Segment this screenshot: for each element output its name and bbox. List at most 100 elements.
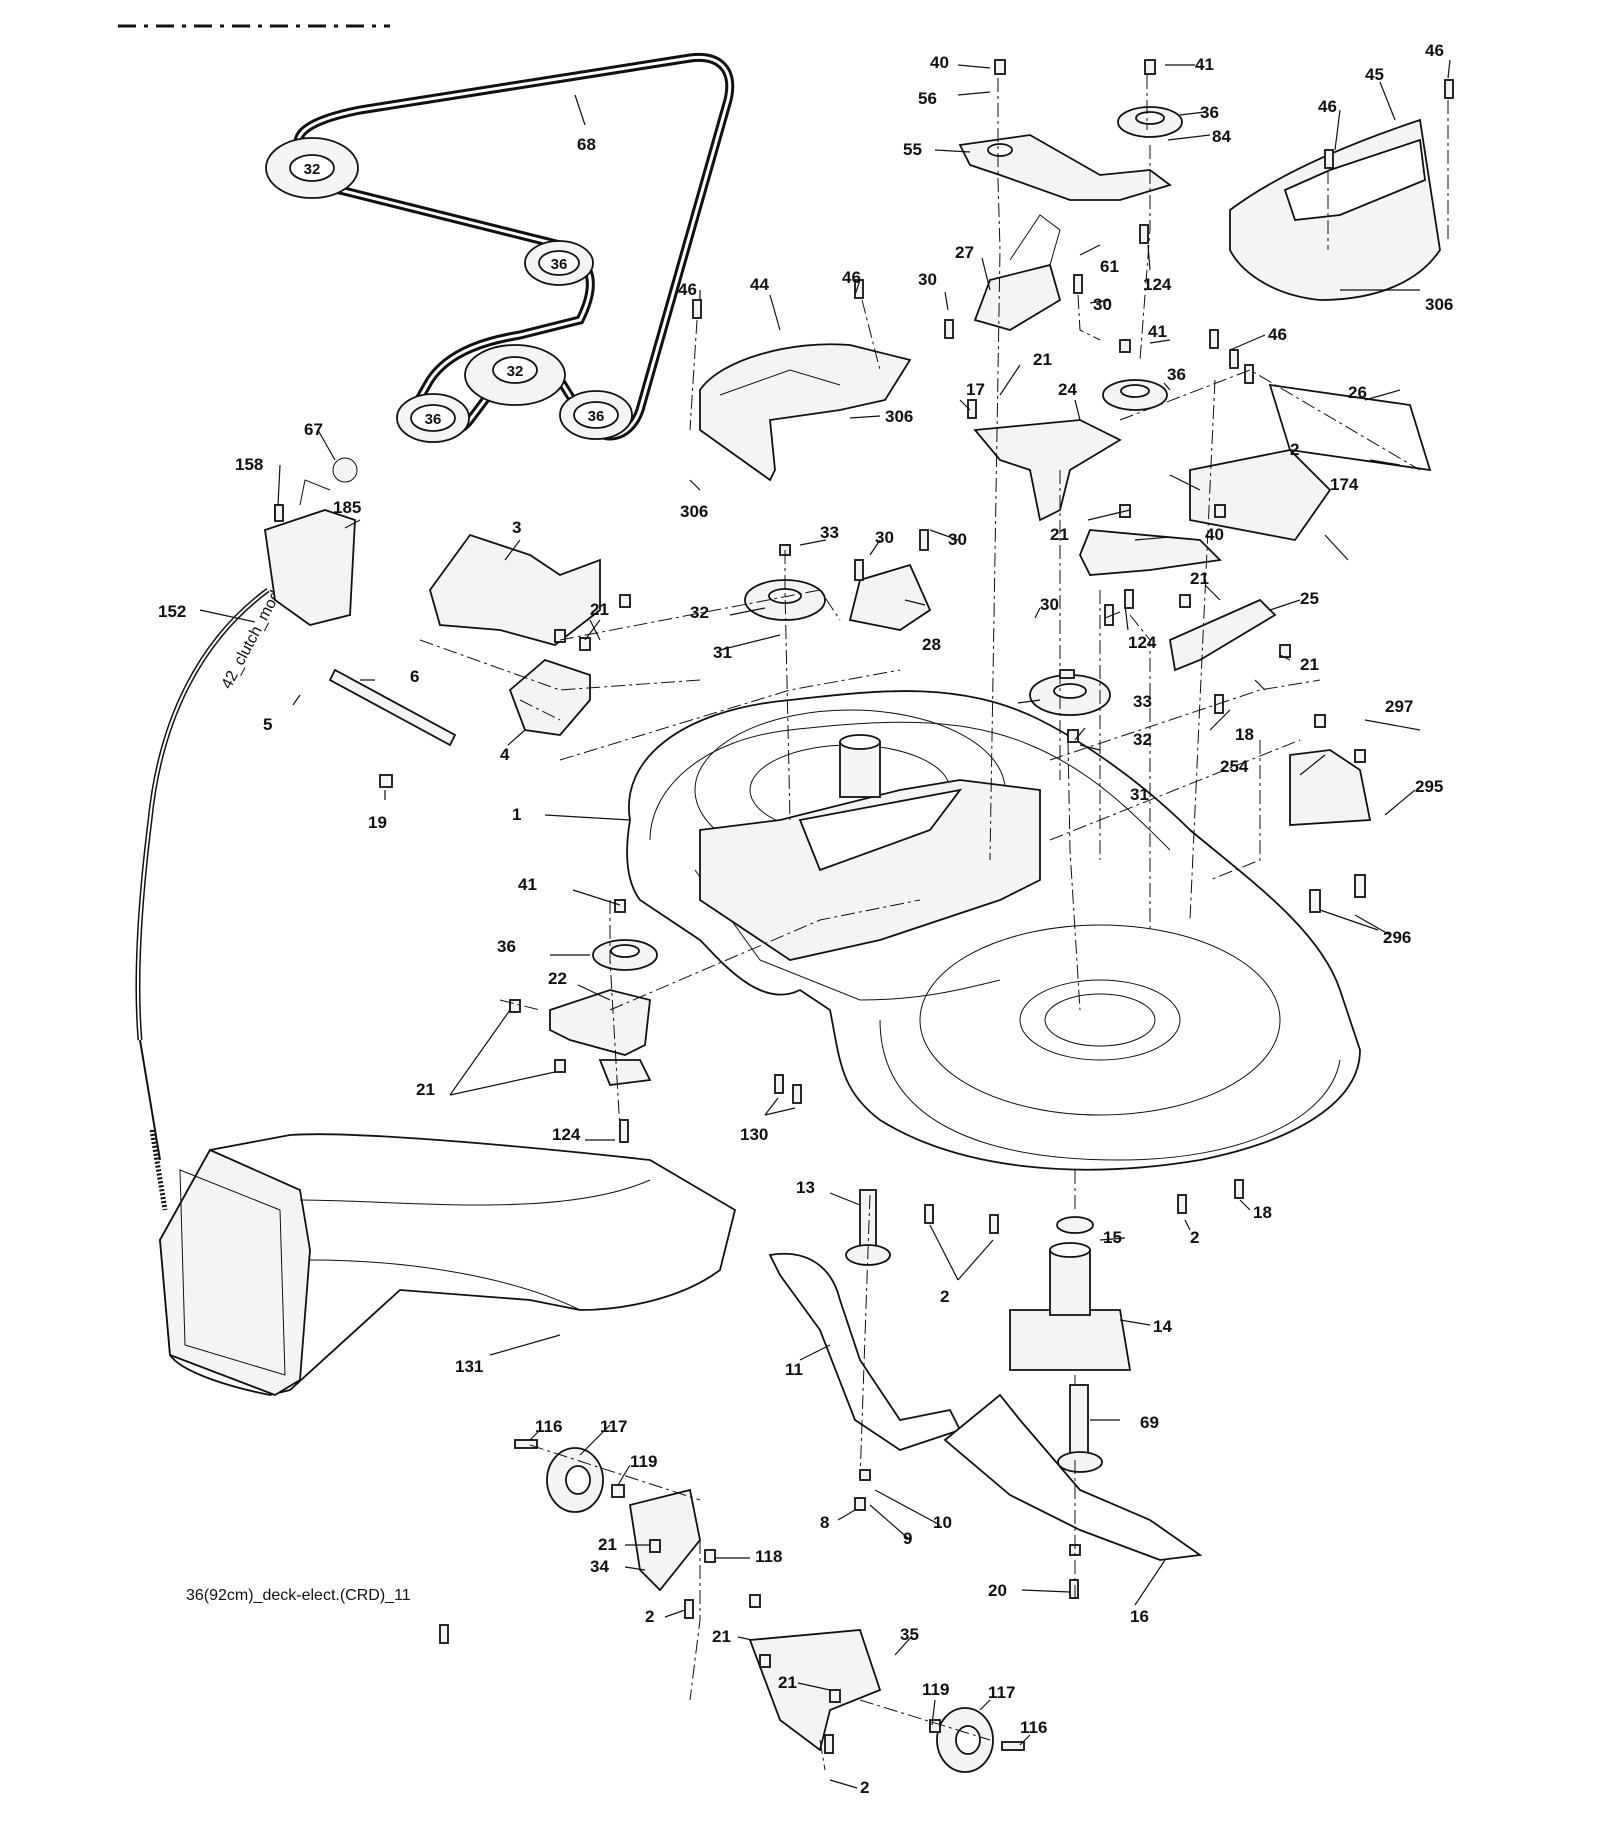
- callout-label: 297: [1385, 697, 1413, 716]
- callout-label: 27: [955, 243, 974, 262]
- callout-label: 131: [455, 1357, 483, 1376]
- callout-label: 13: [796, 1178, 815, 1197]
- callout-label: 22: [548, 969, 567, 988]
- callout-label: 46: [1425, 41, 1444, 60]
- callout-label: 67: [304, 420, 323, 439]
- callout-label: 56: [918, 89, 937, 108]
- callout-label: 33: [820, 523, 839, 542]
- callout-label: 30: [918, 270, 937, 289]
- callout-label: 124: [1128, 633, 1157, 652]
- pulley-36-top: [1117, 106, 1183, 138]
- callout-label: 30: [875, 528, 894, 547]
- callout-label: 14: [1153, 1317, 1172, 1336]
- belt-pulley-label: 36: [551, 256, 568, 273]
- belt-pulley-label: 32: [507, 363, 524, 380]
- callout-label: 21: [1190, 569, 1209, 588]
- callout-labels: 40 56 41 36 46 45 46 55 84 68 27 61 124 …: [158, 41, 1453, 1797]
- callout-label: 20: [988, 1581, 1007, 1600]
- deck-cover-174: [1189, 383, 1432, 541]
- spindle-14: [1009, 1216, 1132, 1371]
- ball-67: [332, 457, 358, 483]
- pulley-32-left: [744, 579, 826, 621]
- belt-shield-right: [1229, 118, 1441, 301]
- belt-pulley-2: 36: [524, 240, 594, 286]
- bracket-3: [429, 533, 601, 646]
- leader-lines: [199, 59, 1451, 1789]
- belt-pulley-label: 36: [588, 408, 605, 425]
- callout-label: 18: [1235, 725, 1254, 744]
- callout-label: 31: [713, 643, 732, 662]
- callout-label: 4: [500, 745, 510, 764]
- belt-pulley-label: 32: [304, 161, 321, 178]
- belt-pulley-label: 36: [425, 411, 442, 428]
- callout-label: 158: [235, 455, 263, 474]
- callout-label: 40: [1205, 525, 1224, 544]
- pulley-36-lower: [592, 939, 658, 971]
- callout-label: 2: [1290, 440, 1299, 459]
- callout-label: 45: [1365, 65, 1384, 84]
- callout-label: 30: [948, 530, 967, 549]
- callout-label: 17: [966, 380, 985, 399]
- bracket-22: [549, 989, 652, 1086]
- diagram-caption: 36(92cm)_deck-elect.(CRD)_11: [186, 1587, 411, 1604]
- callout-label: 21: [1300, 655, 1319, 674]
- callout-label: 41: [1148, 322, 1167, 341]
- callout-label: 21: [778, 1673, 797, 1692]
- callout-label: 152: [158, 602, 186, 621]
- clutch-cable: 42_clutch_mod_7: [135, 572, 293, 1211]
- callout-label: 2: [645, 1607, 654, 1626]
- bracket-23: [1079, 529, 1222, 576]
- callout-label: 44: [750, 275, 769, 294]
- callout-label: 185: [333, 498, 361, 517]
- callout-label: 21: [712, 1627, 731, 1646]
- callout-label: 46: [1318, 97, 1337, 116]
- belt-pulley-5: 36: [559, 390, 633, 440]
- callout-label: 124: [1143, 275, 1172, 294]
- belt-pulley-4: 36: [396, 393, 470, 443]
- callout-label: 41: [1195, 55, 1214, 74]
- callout-label: 33: [1133, 692, 1152, 711]
- callout-label: 117: [600, 1417, 627, 1436]
- gauge-wheel-bottom: [748, 1629, 994, 1773]
- belt-pulley-1: 32: [265, 137, 359, 199]
- callout-label: 36: [1200, 103, 1219, 122]
- callout-label: 119: [922, 1680, 949, 1699]
- callout-label: 28: [922, 635, 941, 654]
- callout-label: 55: [903, 140, 922, 159]
- callout-label: 15: [1103, 1228, 1122, 1247]
- callout-label: 118: [755, 1547, 782, 1566]
- callout-label: 84: [1212, 127, 1231, 146]
- callout-label: 46: [1268, 325, 1287, 344]
- callout-label: 40: [930, 53, 949, 72]
- bracket-24: [973, 419, 1122, 522]
- callout-label: 18: [1253, 1203, 1272, 1222]
- callout-label: 254: [1220, 757, 1249, 776]
- callout-label: 46: [842, 268, 861, 287]
- callout-label: 41: [518, 875, 537, 894]
- callout-label: 34: [590, 1557, 609, 1576]
- callout-label: 19: [368, 813, 387, 832]
- callout-label: 9: [903, 1529, 912, 1548]
- belt-pulley-3: 32: [464, 344, 566, 406]
- callout-label: 116: [535, 1417, 562, 1436]
- callout-label: 30: [1040, 595, 1059, 614]
- belt-shield-left: [699, 343, 912, 482]
- callout-label: 21: [416, 1080, 435, 1099]
- callout-label: 124: [552, 1125, 581, 1144]
- callout-label: 24: [1058, 380, 1077, 399]
- callout-label: 46: [678, 280, 697, 299]
- callout-label: 2: [1190, 1228, 1199, 1247]
- callout-label: 296: [1383, 928, 1411, 947]
- bracket-27: [973, 214, 1062, 331]
- callout-label: 306: [1425, 295, 1453, 314]
- callout-label: 21: [590, 600, 609, 619]
- mower-deck: [626, 690, 1361, 1171]
- callout-label: 5: [263, 715, 272, 734]
- callout-label: 31: [1130, 785, 1149, 804]
- bracket-4: [508, 658, 591, 736]
- callout-label: 26: [1348, 383, 1367, 402]
- callout-label: 116: [1020, 1718, 1047, 1737]
- callout-label: 3: [512, 518, 521, 537]
- callout-label: 68: [577, 135, 596, 154]
